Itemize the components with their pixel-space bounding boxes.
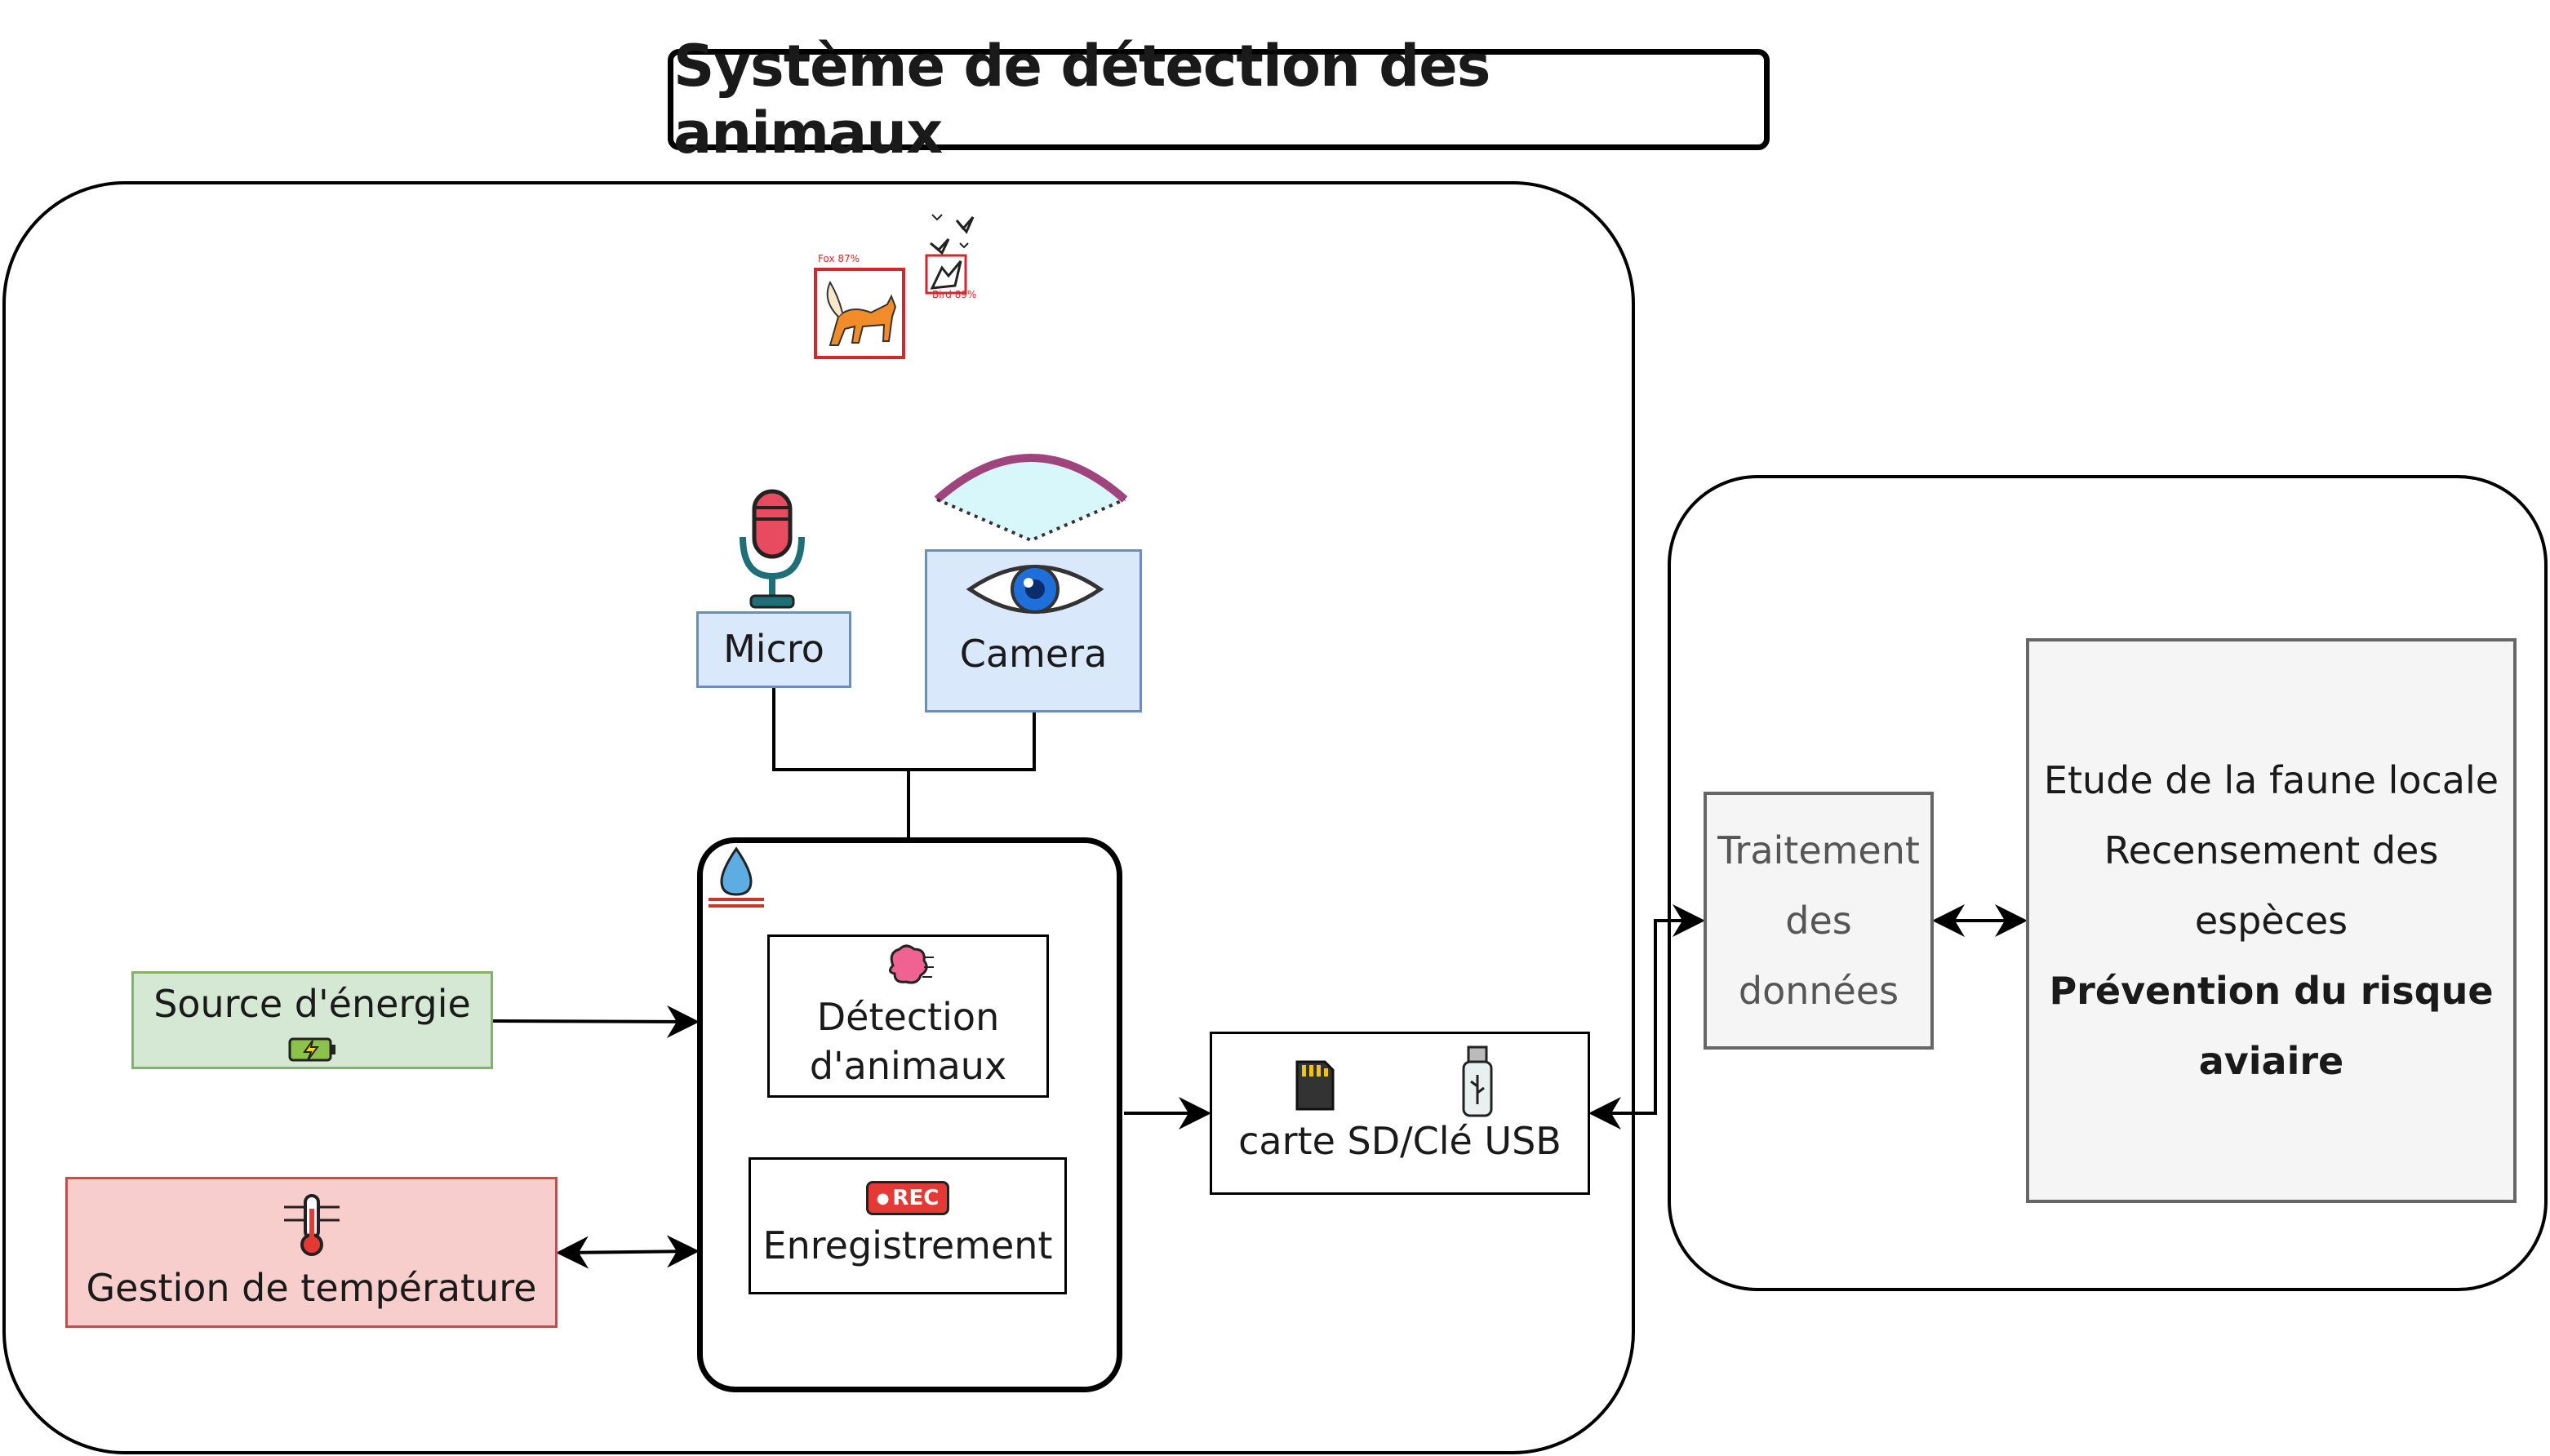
temperature-node: Gestion de température [65,1177,558,1328]
recording-node: ●REC Enregistrement [749,1157,1067,1294]
usb-key-icon [1457,1045,1498,1122]
diagram-title: Système de détection des animaux [673,33,1490,166]
application-line-3: espèces [2194,899,2348,943]
processing-label-line1: Traitement [1717,828,1920,872]
detection-node: Détection d'animaux [767,934,1049,1098]
data-processing-node: Traitement des données [1704,792,1934,1050]
diagram-title-box: Système de détection des animaux [668,33,1770,166]
application-line-2: Recensement des [2104,828,2439,872]
detection-label-line1: Détection [816,995,1000,1040]
rec-icon: ●REC [866,1181,949,1216]
energy-source-node: Source d'énergie [131,971,493,1069]
camera-node: Camera [925,549,1142,712]
processing-label-line2: des [1785,899,1852,943]
camera-eye-icon [962,557,1108,625]
energy-source-label: Source d'énergie [153,982,471,1026]
storage-node: carte SD/Clé USB [1210,1032,1590,1195]
sd-card-icon [1292,1059,1338,1116]
bird-detection-label: Bird 89% [932,289,977,300]
application-line-1: Etude de la faune locale [2043,758,2499,802]
application-line-5: aviaire [2198,1039,2344,1083]
connector-temperature [556,1235,700,1269]
camera-fov-icon [929,433,1133,547]
fox-icon [814,268,905,359]
connector-micro [772,688,1036,771]
processing-label-line3: données [1738,969,1899,1013]
water-drop-icon [704,844,769,909]
thermometer-icon [279,1192,344,1261]
temperature-label: Gestion de température [86,1265,537,1310]
micro-node: Micro [696,611,851,688]
detection-label-line2: d'animaux [809,1044,1007,1088]
micro-label: Micro [723,627,824,672]
applications-node: Etude de la faune locale Recensement des… [2026,638,2517,1203]
storage-label: carte SD/Clé USB [1238,1119,1562,1164]
brain-chip-icon [882,941,935,993]
application-line-4: Prévention du risque [2049,969,2494,1013]
camera-label: Camera [959,632,1108,677]
fox-detection-label: Fox 87% [818,253,860,264]
connector-storage-processing [1588,904,1705,1130]
connector-energy [492,1005,700,1038]
recording-label: Enregistrement [762,1223,1053,1268]
birds-icon [924,211,981,300]
battery-icon [288,1034,337,1067]
rec-badge-text: REC [892,1186,940,1211]
microphone-icon [731,488,813,610]
core-processing-box [697,837,1122,1392]
